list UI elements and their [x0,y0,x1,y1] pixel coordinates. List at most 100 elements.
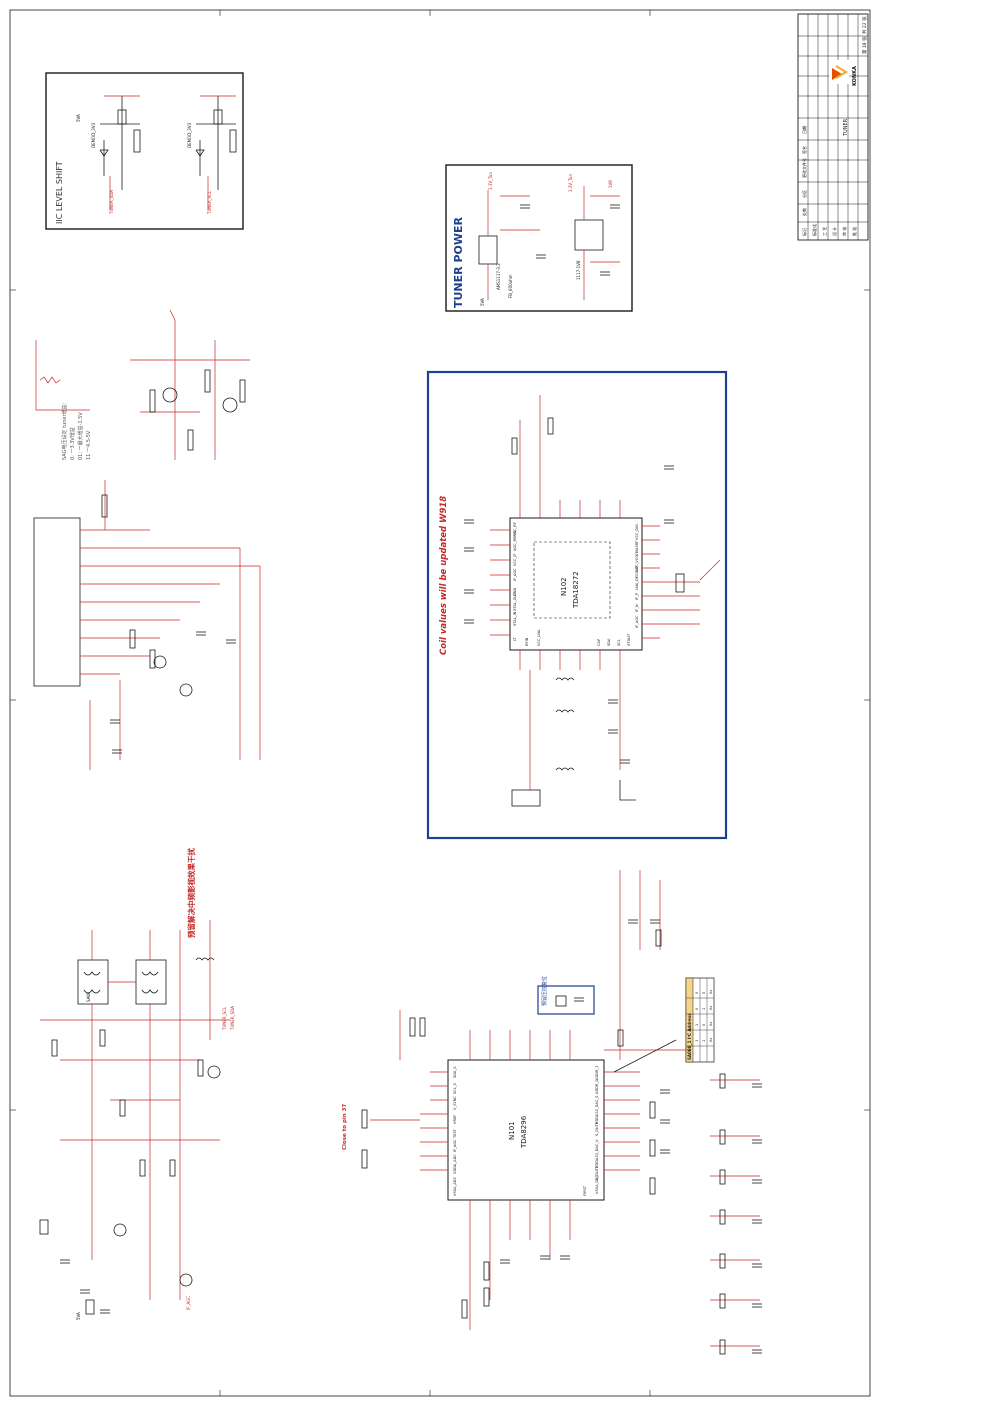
addr-r1c2: 0x [709,1006,713,1010]
title-row-9: 标准化 [811,224,817,236]
addr-r1c1: 1 [702,1008,706,1010]
demod-side-note: 预留压控复位 [541,976,548,1006]
tp-label-3v3-b: 3.3V_Tun [568,174,573,192]
tuner-pin-r5: IF_N [635,604,639,612]
tuner-pin-r4: IF_P [635,592,639,600]
demod-top-3: VREF [453,1115,457,1124]
addr-r0c0: 0 [695,992,699,994]
agc-section: SAG电压设定 tuner增益： 0: 一3.3V增益 01: 一最大增益-1.… [35,309,250,460]
addr-r0c2: 0x [709,990,713,994]
title-company: KONKA [852,66,858,86]
title-row-5: 日期 [801,126,807,134]
title-row-8: 工 艺 [822,227,827,236]
title-sheet: 第 18 张 [861,36,868,54]
title-row-4: 签名 [801,146,807,154]
tp-label-ams1117: AMS1117-3.3 [496,263,501,290]
address-table-header: SA0B8_1 I²C Address [687,1013,692,1060]
tuner-pin-l9: VCC_LNA [537,629,541,646]
filter-label-tuner-scl: TUNER_SCL [222,1006,227,1031]
tuner-pin-l4: GND [513,588,517,596]
tuner-pin-r6: IF_AGC [635,615,639,628]
connector-section [33,480,261,770]
title-block: KONKA TUNER 标记 处数 分区 更改文件号 签名 日期 设 计 审 核… [797,13,869,241]
addr-r2c0: 1 [695,1024,699,1026]
demod-bot-1: ADDR_0 [595,1079,599,1094]
demod-bot-3: S_OUTP [595,1121,599,1136]
tuner-pin-l2: VCC_IF [513,554,517,566]
tp-label-3v3-a: 3.3V_Tun [488,172,493,190]
title-doc: TUNER [843,118,849,137]
tuner-pin-r3: LNA_DECOUP [635,565,639,590]
demod-top-6: VDDA_ADC [453,1154,457,1174]
tuner-pin-l0: VCC_RF [513,522,517,536]
tuner-pin-r7: XTOUT [627,633,631,646]
title-row-7: 审 核 [841,227,847,236]
addr-r2c2: 0x [709,1022,713,1026]
title-row-0: 标记 [801,228,807,236]
demod-top-1: SCL_S [453,1082,457,1094]
tuner-ic-ref: N102 [560,577,568,596]
addr-r3c1: 1 [702,1040,706,1042]
tuner-pin-l7: LT [513,636,517,641]
demod-bot-5: V_OUTP [595,1165,599,1180]
tuner-ic-part: TDA18272 [572,571,580,609]
filter-label-saw: SAW [86,993,91,1002]
diagram-title: Coil values will be updated W918 [439,496,449,655]
tuner-pin-r10: CAP [597,638,601,646]
tp-label-1117-1v8: 1117-1V8 [576,260,581,280]
tuner-pin-l5: XTAL_OUT [513,592,517,611]
agc-note-2: 01: 一最大增益-1.5V [77,412,84,460]
demod-ic-part: TDA8296 [520,1115,528,1149]
iic-label-demod-3v3-a: DEMOD_3V3 [91,122,96,148]
title-row-1: 处数 [801,208,807,216]
filter-label-tuner-sda: TUNER_SDA [230,1006,235,1031]
iic-label-tuner-sda: TUNER_SDA [109,190,114,215]
iic-level-shift-block: IIC LEVEL SHIFT DEMOD_3V3 DEMOD_3V3 TUNE… [45,72,244,230]
agc-note-1: 0: 一3.3V增益 [69,427,76,460]
tuner-pin-r2: VCC_VCO [635,555,639,572]
title-row-6: 设 计 [831,227,837,236]
iic-label-demod-3v3-b: DEMOD_3V3 [187,122,192,148]
addr-r0c1: 0 [702,992,706,994]
title-total: 共 22 张 [861,16,868,34]
filter-section: 预留解决中频影视效果干扰 SAW IF_AGC TUNER_SDA TUNER_… [39,848,235,1320]
addr-r3c2: 0x [709,1038,713,1042]
filter-label-if-agc: IF_AGC [186,1296,191,1310]
decoupling-column [710,1073,762,1355]
demod-bot-0: ADDR_1 [595,1065,599,1080]
title-row-3: 更改文件号 [801,158,807,178]
tuner-power-title: TUNER POWER [452,216,465,308]
demod-ic-section: N101 TDA8296 Close to pin 37 预留压控复位 [342,870,690,1330]
tuner-frame [426,370,728,840]
address-table: SA0B8_1 I²C Address 0 0 1 1 0 1 0 1 0x 0… [613,977,715,1073]
addr-r1c0: 0 [695,1008,699,1010]
konka-logo-icon [829,60,849,84]
title-row-10: 批 准 [851,227,857,236]
tuner-power-block: TUNER POWER AMS1117-3.3 5VA 3.3V_Tun 3.3… [445,164,633,312]
iic-label-5va: 5VA [76,114,81,122]
agc-note-3: 11 一4.5-5V [86,430,92,460]
tuner-pin-r0: VCC_DIG [635,524,639,540]
tuner-ic-section: Coil values will be updated W918 N102 TD… [426,370,728,840]
demod-note: Close to pin 37 [342,1104,348,1150]
tuner-pin-l3: IF_AGC [513,568,517,581]
demod-ic-ref: N101 [508,1121,516,1140]
demod-top-7: VSSA_ADC [453,1176,457,1196]
tuner-pin-l8: RFIN [525,637,529,646]
demod-top-4: TEST [453,1128,457,1139]
border-ticks [10,10,870,1396]
tuner-pin-r9: SDA [607,638,611,646]
tuner-pin-r1: VBIASRF [635,541,639,556]
demod-bot-7: FIRST [583,1185,587,1196]
sheet-border [9,9,871,1397]
addr-r2c1: 0 [702,1024,706,1026]
demod-bot-4: VDDA33_DAC_V [595,1139,599,1168]
tp-label-fb600: FB_600ohm [508,274,513,298]
demod-top-5: IF_AGC [453,1139,457,1152]
addr-r3c0: 1 [695,1040,699,1042]
filter-note: 预留解决中频影视效果干扰 [186,848,196,938]
tuner-pin-l1: AGC_REFIN [513,531,517,551]
filter-label-5va: 5VA [76,1312,81,1320]
title-row-2: 分区 [801,190,807,198]
